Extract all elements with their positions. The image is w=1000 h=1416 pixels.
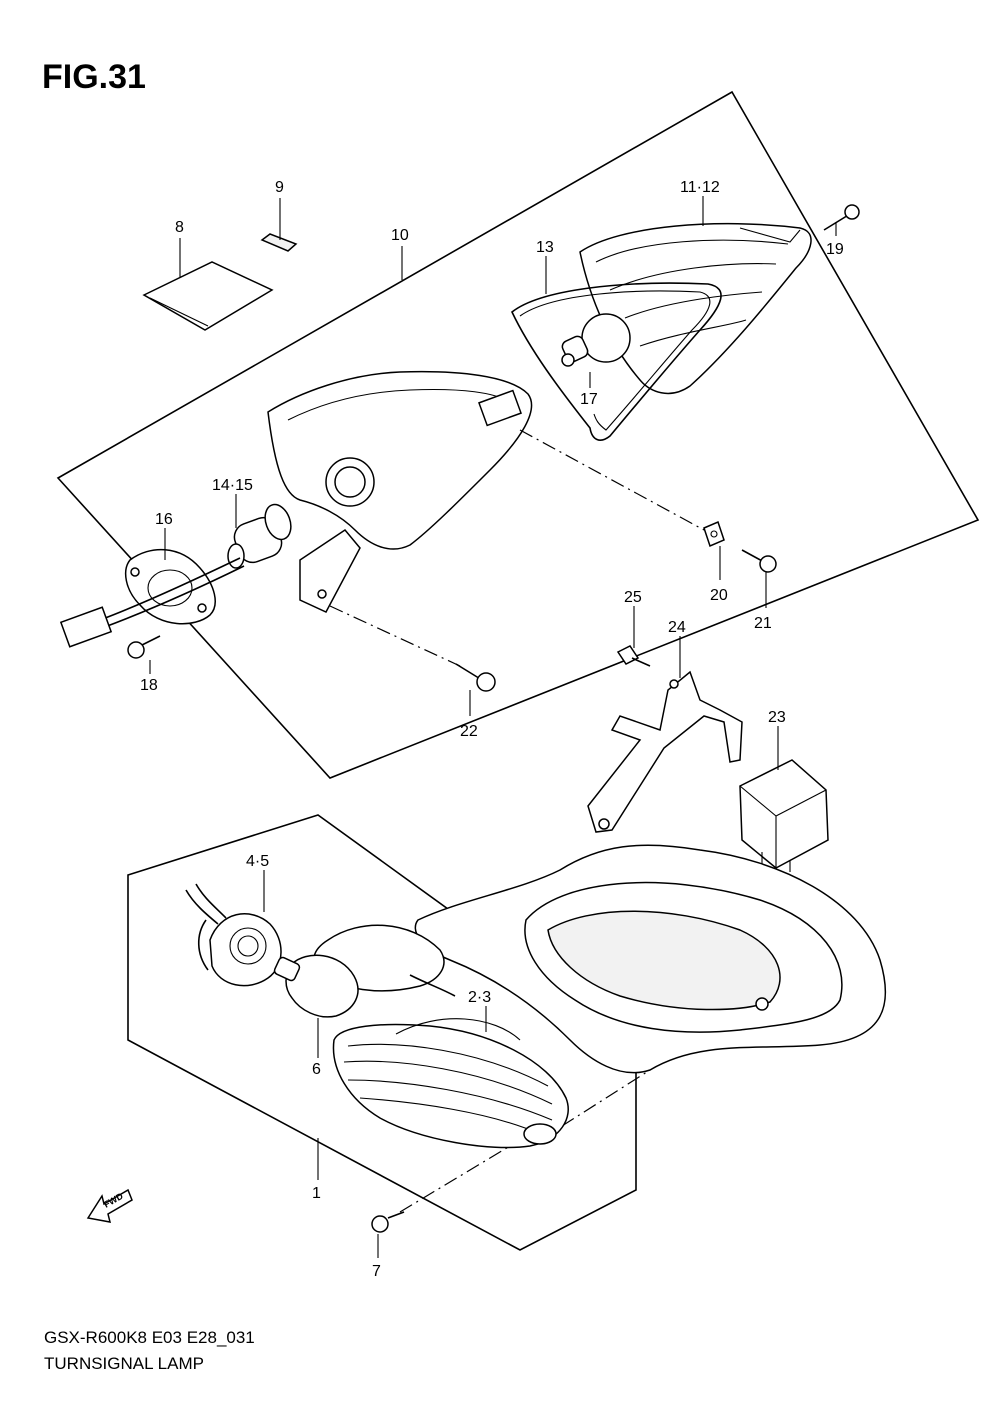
callout-6: 6 bbox=[312, 1061, 321, 1078]
callout-18: 18 bbox=[140, 677, 158, 694]
callout-25: 25 bbox=[624, 589, 642, 606]
pad-part-9[interactable] bbox=[260, 233, 298, 252]
lens-part-2-3[interactable] bbox=[332, 1018, 569, 1149]
screw-part-19[interactable] bbox=[823, 204, 860, 231]
callout-9: 9 bbox=[275, 179, 284, 196]
grommet-part-16[interactable] bbox=[59, 548, 245, 648]
bulb-part-17[interactable] bbox=[560, 313, 631, 367]
figure-title: FIG.31 bbox=[42, 58, 146, 96]
callout-21: 21 bbox=[754, 615, 772, 632]
label-sheet-part-8[interactable] bbox=[142, 261, 274, 331]
screw-part-18[interactable] bbox=[127, 635, 161, 659]
callout-20: 20 bbox=[710, 587, 728, 604]
callout-13: 13 bbox=[536, 239, 554, 256]
lens-part-11-12[interactable] bbox=[579, 222, 812, 395]
nut-clip-part-20[interactable] bbox=[703, 520, 725, 548]
callout-24: 24 bbox=[668, 619, 686, 636]
assembly-line-22 bbox=[329, 605, 461, 667]
upper-assembly-boundary bbox=[56, 90, 980, 779]
callout-22: 22 bbox=[460, 723, 478, 740]
figure-name: TURNSIGNAL LAMP bbox=[44, 1354, 204, 1373]
bolt-part-25[interactable] bbox=[616, 645, 651, 667]
assembly-line-20 bbox=[519, 429, 705, 531]
callout-23: 23 bbox=[768, 709, 786, 726]
callout-11-12: 11·12 bbox=[680, 179, 720, 196]
socket-part-4-5[interactable] bbox=[185, 883, 282, 987]
callout-14-15: 14·15 bbox=[212, 477, 253, 494]
callout-7: 7 bbox=[372, 1263, 381, 1280]
screw-part-7[interactable] bbox=[371, 1211, 405, 1233]
bracket-part-24[interactable] bbox=[587, 670, 743, 833]
callout-16: 16 bbox=[155, 511, 173, 528]
leader-lines bbox=[149, 196, 837, 1258]
model-code: GSX-R600K8 E03 E28_031 bbox=[44, 1328, 255, 1347]
gasket-part-13[interactable] bbox=[511, 282, 722, 441]
callout-10: 10 bbox=[391, 227, 409, 244]
callout-1: 1 bbox=[312, 1185, 321, 1202]
screw-part-21[interactable] bbox=[741, 549, 777, 573]
assembly-line-7 bbox=[399, 1139, 521, 1213]
housing-part-10[interactable] bbox=[267, 370, 533, 613]
callout-labels: 8 9 10 11·12 13 17 19 14·15 16 18 20 21 … bbox=[140, 179, 844, 1280]
callout-17: 17 bbox=[580, 391, 598, 408]
fwd-arrow: FWD bbox=[86, 1188, 133, 1223]
screw-part-22[interactable] bbox=[455, 663, 496, 692]
callout-19: 19 bbox=[826, 241, 844, 258]
bulb-part-6[interactable] bbox=[273, 954, 359, 1018]
callout-4-5: 4·5 bbox=[246, 853, 269, 870]
turn-signal-body-part-1[interactable] bbox=[313, 844, 887, 1074]
socket-part-14-15[interactable] bbox=[227, 501, 295, 569]
lower-assembly-boundary bbox=[127, 814, 637, 1251]
callout-2-3: 2·3 bbox=[468, 989, 491, 1006]
relay-part-23[interactable] bbox=[739, 759, 829, 872]
callout-8: 8 bbox=[175, 219, 184, 236]
